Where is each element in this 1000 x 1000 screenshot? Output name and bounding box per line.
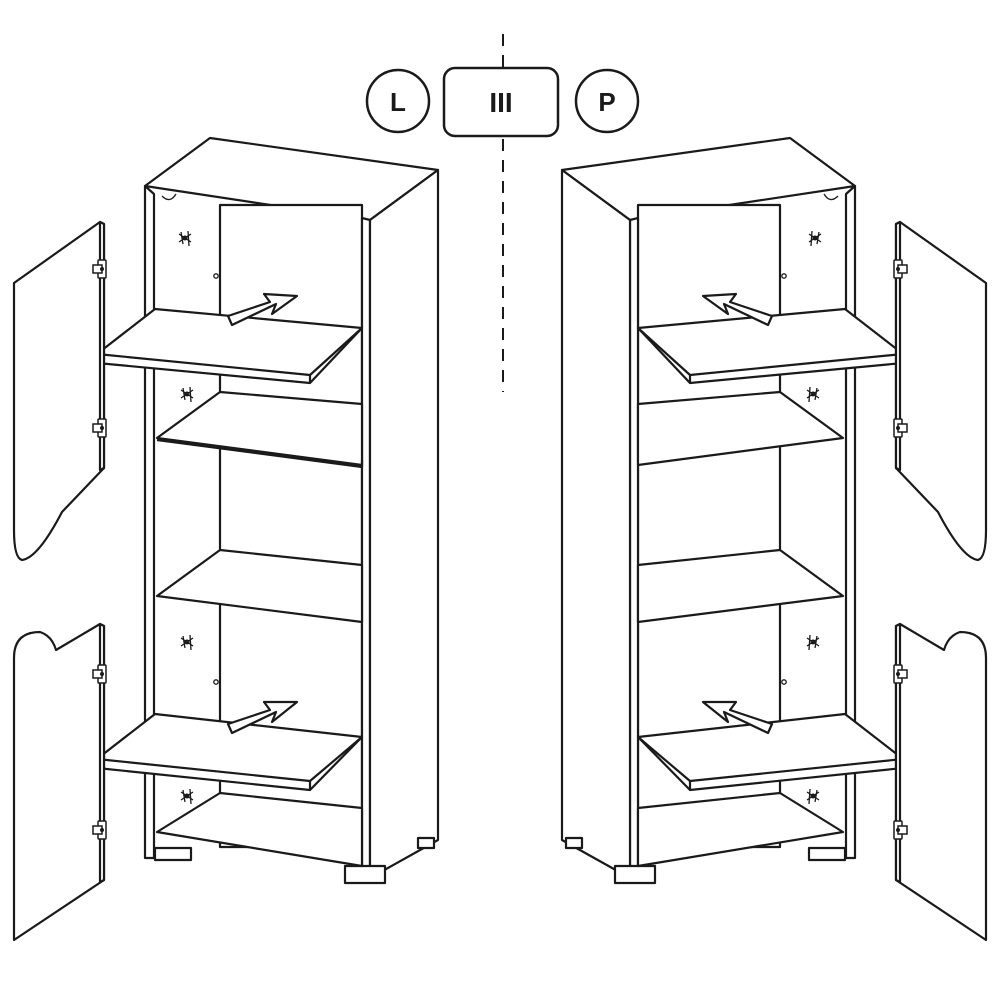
left-cabinet-right-edge	[360, 216, 372, 880]
left-cabinet-loose-shelf-edge	[96, 327, 363, 383]
cam-lock-icon	[823, 193, 839, 201]
right-cabinet-left-side	[560, 168, 632, 880]
right-upper-door	[893, 220, 988, 562]
right-variant-marker: P	[574, 68, 640, 134]
shelf-pin-icon	[781, 273, 787, 279]
model-marker: III	[442, 66, 560, 138]
cam-lock-icon	[161, 193, 177, 201]
model-label: III	[489, 87, 512, 118]
right-cabinet-loose-shelf-edge	[637, 736, 904, 790]
left-cabinet-foot	[416, 836, 436, 850]
right-cabinet-foot	[613, 864, 657, 885]
right-cabinet-loose-shelf-edge	[637, 327, 904, 383]
right-cabinet-shelf	[636, 390, 845, 467]
shelf-pin-icon	[213, 273, 219, 279]
insert-arrow-icon	[701, 292, 774, 327]
left-variant-marker: L	[365, 68, 431, 134]
mounting-plate-icon	[806, 386, 820, 403]
right-cabinet-foot	[807, 846, 847, 862]
shelf-pin-icon	[213, 679, 219, 685]
left-cabinet-foot	[153, 846, 193, 862]
left-cabinet-foot	[343, 864, 387, 885]
mounting-plate-icon	[180, 788, 194, 805]
left-cabinet-shelf	[155, 390, 364, 467]
right-cabinet-foot	[564, 836, 584, 850]
mounting-plate-icon	[180, 386, 194, 403]
shelf-pin-icon	[781, 679, 787, 685]
right-cabinet-shelf	[636, 548, 845, 624]
mounting-plate-icon	[806, 634, 820, 651]
right-cabinet	[560, 136, 988, 942]
mounting-plate-icon	[808, 230, 822, 247]
left-variant-label: L	[390, 87, 406, 117]
mounting-plate-icon	[806, 788, 820, 805]
right-cabinet-bottom-shelf	[636, 791, 845, 868]
right-cabinet-edge	[628, 216, 640, 880]
mounting-plate-icon	[180, 634, 194, 651]
insert-arrow-icon	[701, 700, 774, 735]
insert-arrow-icon	[226, 700, 299, 735]
left-upper-door	[12, 220, 107, 562]
right-lower-door	[893, 622, 988, 942]
mounting-plate-icon	[178, 230, 192, 247]
left-cabinet-bottom-shelf	[155, 791, 364, 868]
right-variant-label: P	[598, 87, 615, 117]
left-cabinet	[95, 136, 440, 885]
left-lower-door	[12, 622, 107, 942]
left-cabinet-right-side	[368, 168, 440, 880]
left-cabinet-shelf	[155, 548, 364, 624]
left-cabinet-shelf-edge	[156, 438, 364, 469]
left-cabinet-loose-shelf-edge	[96, 736, 363, 790]
insert-arrow-icon	[226, 292, 299, 327]
